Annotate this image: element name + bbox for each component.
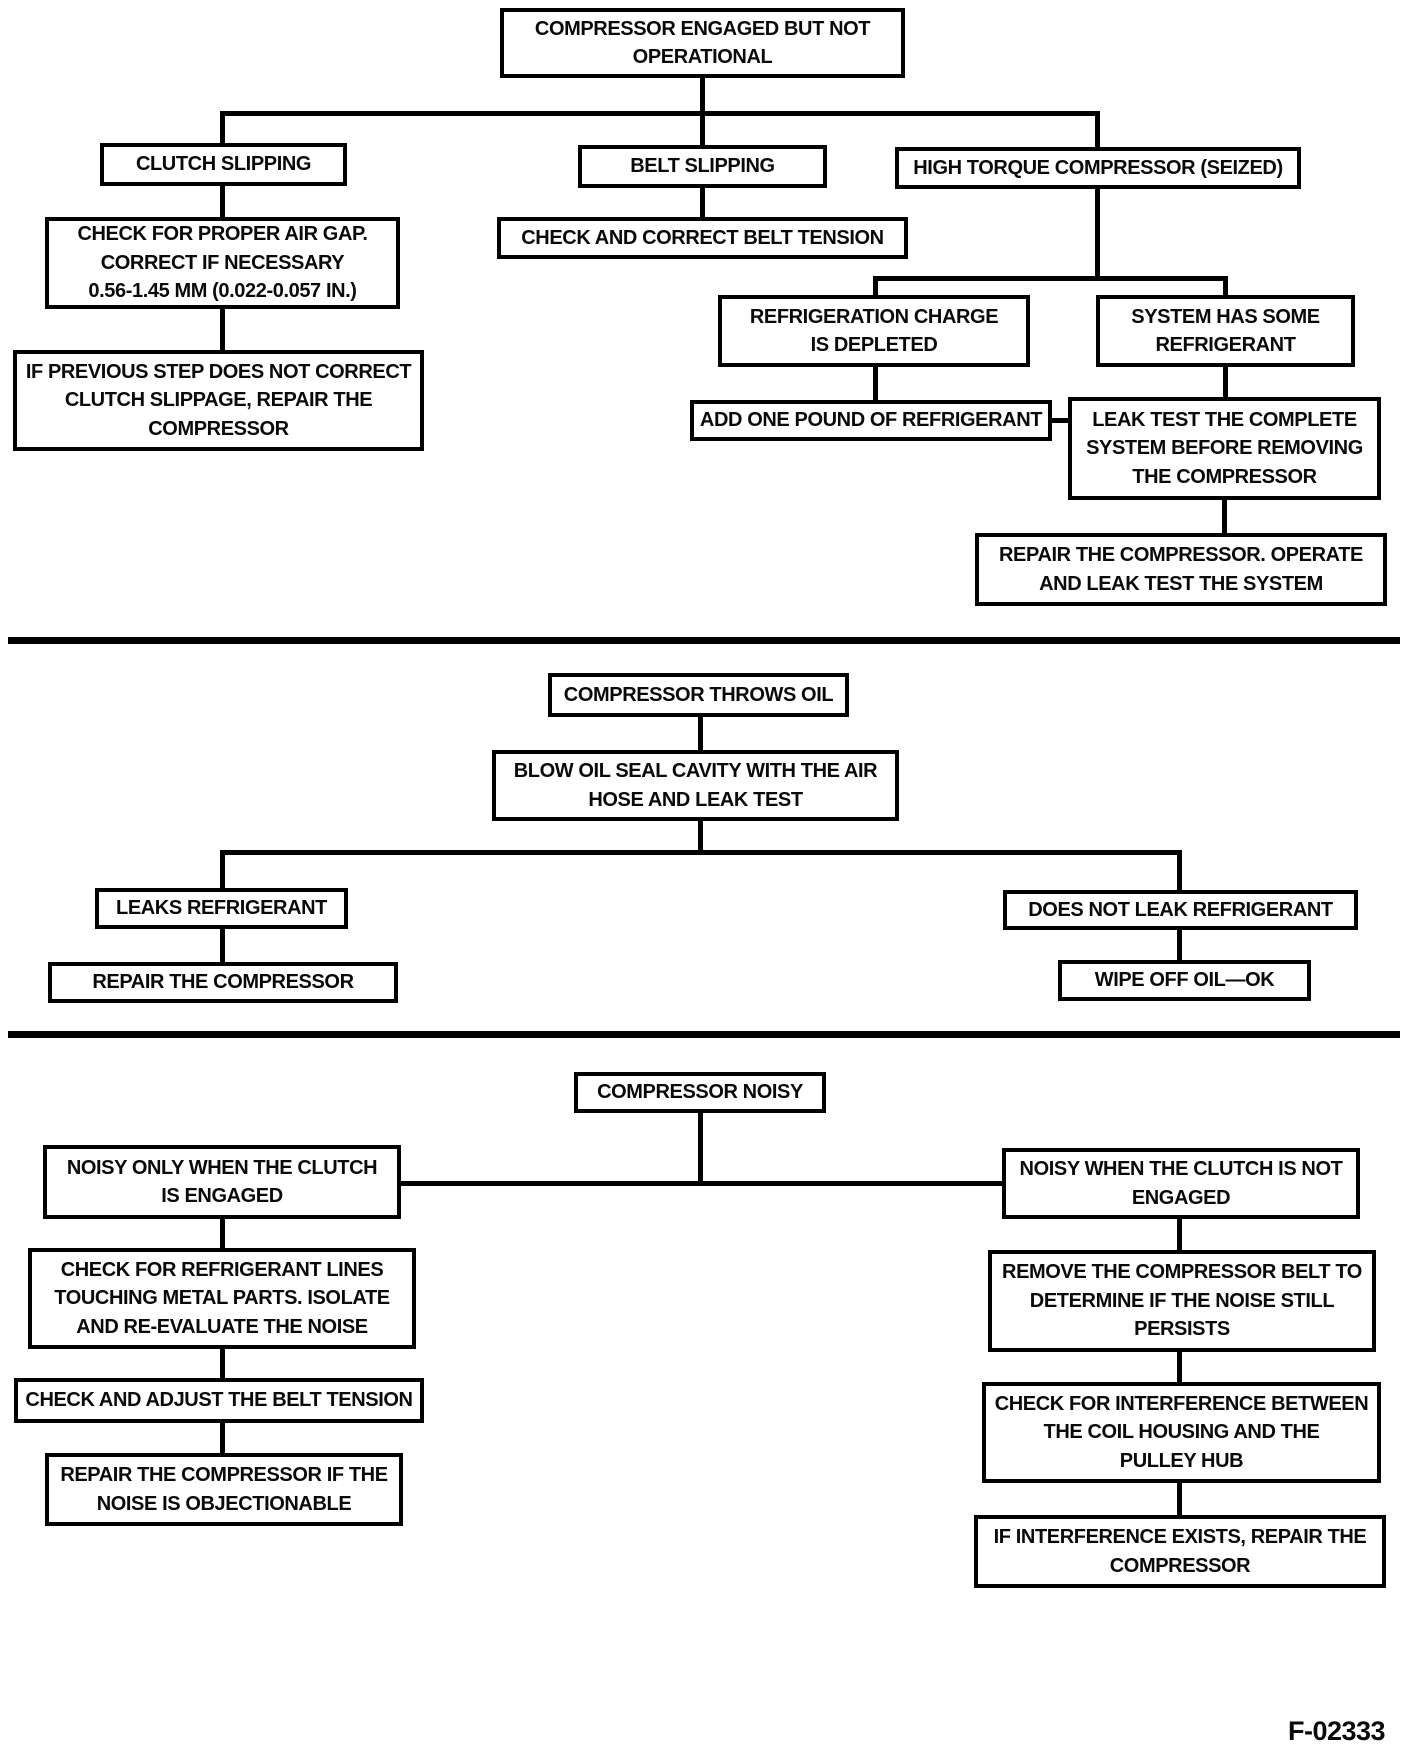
node-high-torque-seized: HIGH TORQUE COMPRESSOR (SEIZED) xyxy=(895,147,1301,189)
node-repair-if-interference: IF INTERFERENCE EXISTS, REPAIR THE COMPR… xyxy=(974,1515,1386,1588)
node-compressor-noisy: COMPRESSOR NOISY xyxy=(574,1072,826,1113)
connector-line xyxy=(1095,111,1100,149)
connector-line xyxy=(1223,365,1228,399)
node-repair-compressor: REPAIR THE COMPRESSOR xyxy=(48,962,398,1003)
connector-line xyxy=(220,927,225,964)
connector-line xyxy=(698,715,703,752)
node-check-air-gap: CHECK FOR PROPER AIR GAP. CORRECT IF NEC… xyxy=(45,217,400,309)
node-wipe-off-oil: WIPE OFF OIL—OK xyxy=(1058,960,1311,1001)
node-repair-if-slippage: IF PREVIOUS STEP DOES NOT CORRECT CLUTCH… xyxy=(13,350,424,451)
connector-line xyxy=(1223,276,1228,297)
figure-number-label: F-02333 xyxy=(1288,1716,1386,1746)
section-divider xyxy=(8,1031,1400,1038)
connector-line xyxy=(1222,498,1227,535)
connector-line xyxy=(220,184,225,219)
connector-line xyxy=(220,1217,225,1250)
connector-line xyxy=(873,276,878,297)
connector-line xyxy=(873,365,878,402)
node-leak-test-complete: LEAK TEST THE COMPLETE SYSTEM BEFORE REM… xyxy=(1068,397,1381,500)
connector-line xyxy=(400,1181,1002,1186)
connector-line xyxy=(698,819,703,854)
node-belt-slipping: BELT SLIPPING xyxy=(578,145,827,188)
connector-line xyxy=(220,1347,225,1380)
connector-line xyxy=(873,276,1228,281)
connector-line xyxy=(700,74,705,115)
node-noisy-clutch-engaged: NOISY ONLY WHEN THE CLUTCH IS ENGAGED xyxy=(43,1145,401,1219)
connector-line xyxy=(220,306,225,352)
node-check-interference: CHECK FOR INTERFERENCE BETWEEN THE COIL … xyxy=(982,1382,1381,1483)
connector-line xyxy=(1177,1481,1182,1517)
node-blow-oil-seal: BLOW OIL SEAL CAVITY WITH THE AIR HOSE A… xyxy=(492,750,899,821)
node-charge-depleted: REFRIGERATION CHARGE IS DEPLETED xyxy=(718,295,1030,367)
node-does-not-leak: DOES NOT LEAK REFRIGERANT xyxy=(1003,890,1358,930)
node-repair-if-noise: REPAIR THE COMPRESSOR IF THE NOISE IS OB… xyxy=(45,1453,403,1526)
node-system-has-refrigerant: SYSTEM HAS SOME REFRIGERANT xyxy=(1096,295,1355,367)
node-compressor-throws-oil: COMPRESSOR THROWS OIL xyxy=(548,673,849,717)
connector-line xyxy=(1177,1217,1182,1252)
node-clutch-slipping: CLUTCH SLIPPING xyxy=(100,143,347,186)
connector-line xyxy=(1177,928,1182,962)
connector-line xyxy=(698,1111,703,1186)
node-check-adjust-belt: CHECK AND ADJUST THE BELT TENSION xyxy=(14,1378,424,1423)
node-check-belt-tension: CHECK AND CORRECT BELT TENSION xyxy=(497,217,908,259)
connector-line xyxy=(220,850,225,890)
connector-line xyxy=(700,111,705,147)
connector-line xyxy=(1048,418,1070,423)
connector-line xyxy=(220,111,1100,116)
node-check-refrigerant-lines: CHECK FOR REFRIGERANT LINES TOUCHING MET… xyxy=(28,1248,416,1349)
node-noisy-clutch-not-engaged: NOISY WHEN THE CLUTCH IS NOT ENGAGED xyxy=(1002,1148,1360,1219)
connector-line xyxy=(1095,187,1100,280)
node-compressor-engaged-not-operational: COMPRESSOR ENGAGED BUT NOT OPERATIONAL xyxy=(500,8,905,78)
node-leaks-refrigerant: LEAKS REFRIGERANT xyxy=(95,888,348,929)
node-remove-belt: REMOVE THE COMPRESSOR BELT TO DETERMINE … xyxy=(988,1250,1376,1352)
node-add-one-pound: ADD ONE POUND OF REFRIGERANT xyxy=(690,400,1052,441)
section-divider xyxy=(8,637,1400,644)
connector-line xyxy=(220,1421,225,1455)
connector-line xyxy=(220,111,225,145)
connector-line xyxy=(700,186,705,219)
connector-line xyxy=(1177,1350,1182,1384)
node-repair-operate-leak-test: REPAIR THE COMPRESSOR. OPERATE AND LEAK … xyxy=(975,533,1387,606)
connector-line xyxy=(220,850,1182,855)
connector-line xyxy=(1177,850,1182,892)
